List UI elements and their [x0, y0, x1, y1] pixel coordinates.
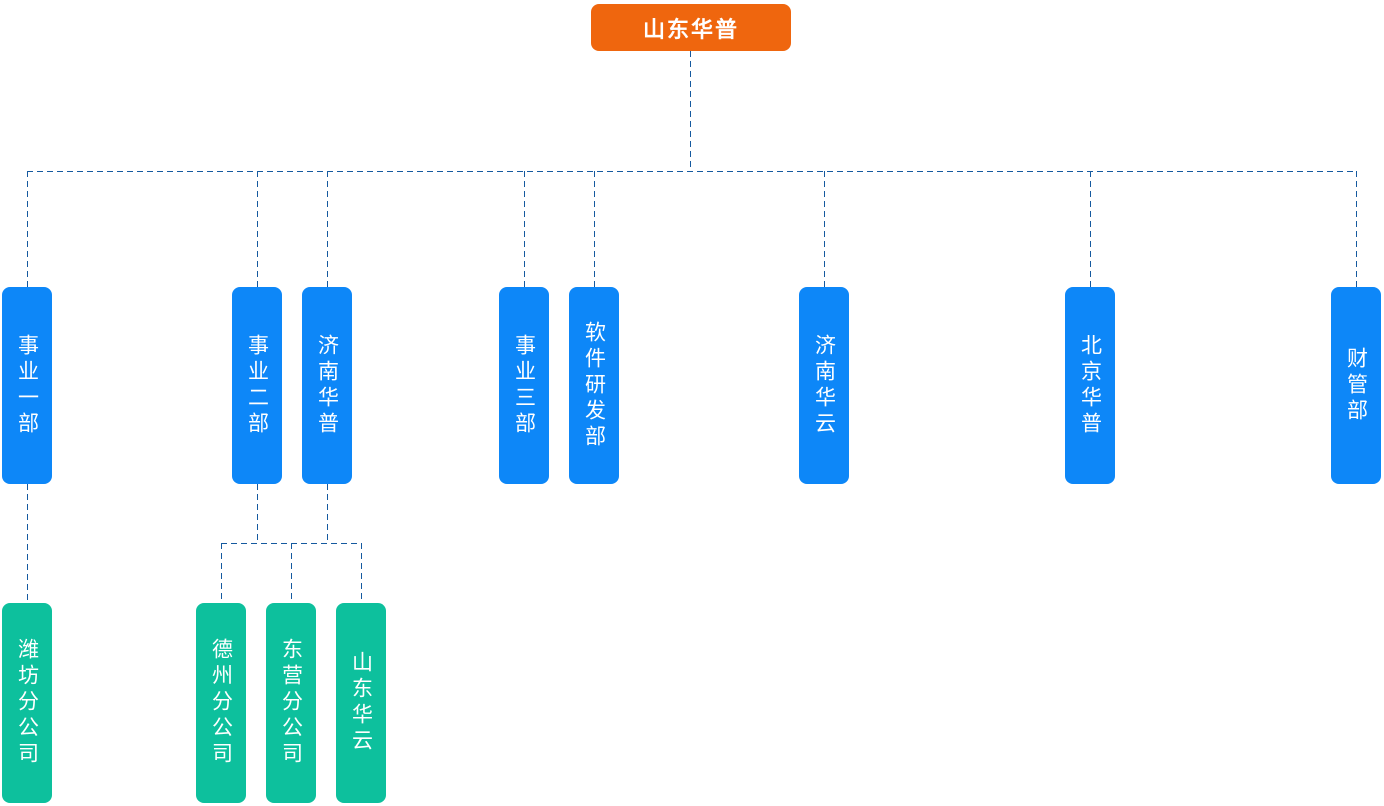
- connector-business-div-1-to-weifang: [27, 484, 28, 603]
- node-beijing-huapu[interactable]: 北京华普: [1065, 287, 1115, 484]
- node-label: 济南华云: [812, 333, 836, 438]
- connector-level2-drop-jinan-huapu: [327, 171, 328, 287]
- node-dezhou-branch[interactable]: 德州分公司: [196, 603, 246, 803]
- node-weifang-branch[interactable]: 潍坊分公司: [2, 603, 52, 803]
- connector-level2-drop-business-div-1: [27, 171, 28, 287]
- node-label: 北京华普: [1078, 333, 1102, 438]
- connector-level2-bus: [27, 171, 1356, 172]
- node-label: 财管部: [1344, 346, 1368, 425]
- connector-level2-drop-beijing-huapu: [1090, 171, 1091, 287]
- node-label: 山东华云: [349, 651, 373, 755]
- node-shandong-huayun[interactable]: 山东华云: [336, 603, 386, 803]
- node-label: 德州分公司: [209, 638, 233, 768]
- connector-level2-drop-jinan-huayun: [824, 171, 825, 287]
- connector-level3-drop-shandong-huayun: [361, 543, 362, 603]
- node-finance-dept[interactable]: 财管部: [1331, 287, 1381, 484]
- node-business-div-3[interactable]: 事业三部: [499, 287, 549, 484]
- node-label: 事业三部: [512, 333, 536, 438]
- connector-root-stem: [690, 51, 691, 171]
- node-label: 济南华普: [315, 333, 339, 438]
- node-label: 东营分公司: [279, 638, 303, 768]
- connector-level2-drop-software-rd-dept: [594, 171, 595, 287]
- node-label: 软件研发部: [582, 320, 606, 451]
- node-label: 山东华普: [642, 16, 739, 42]
- connector-level2-drop-business-div-3: [524, 171, 525, 287]
- connector-level3-drop-dezhou: [221, 543, 222, 603]
- node-jinan-huayun[interactable]: 济南华云: [799, 287, 849, 484]
- connector-level2-drop-finance-dept: [1356, 171, 1357, 287]
- node-label: 潍坊分公司: [15, 638, 39, 768]
- node-label: 事业一部: [15, 333, 39, 438]
- node-label: 事业二部: [245, 333, 269, 438]
- connector-level3-drop-dongying: [291, 543, 292, 603]
- node-dongying-branch[interactable]: 东营分公司: [266, 603, 316, 803]
- connector-jinan-huapu-stem: [327, 484, 328, 543]
- node-software-rd-dept[interactable]: 软件研发部: [569, 287, 619, 484]
- connector-business-div-2-stem: [257, 484, 258, 543]
- node-business-div-2[interactable]: 事业二部: [232, 287, 282, 484]
- node-business-div-1[interactable]: 事业一部: [2, 287, 52, 484]
- node-shandong-huapu[interactable]: 山东华普: [591, 4, 791, 51]
- node-jinan-huapu[interactable]: 济南华普: [302, 287, 352, 484]
- connector-level2-drop-business-div-2: [257, 171, 258, 287]
